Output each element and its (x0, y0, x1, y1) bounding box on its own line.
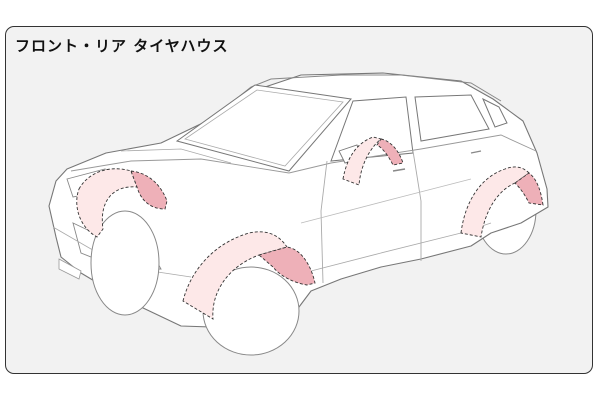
rear-side-window (414, 94, 490, 142)
fog-light (58, 258, 82, 280)
belt-line (288, 134, 537, 174)
character-line (300, 178, 472, 224)
hood-crease (120, 148, 232, 164)
roof-outline (210, 74, 502, 120)
rear-right-wheel-arch (460, 166, 544, 238)
front-right-wheel-arch (342, 136, 404, 186)
car-illustration (48, 72, 549, 356)
front-left-arch-inner (130, 170, 168, 210)
rear-left-arch-inner (258, 246, 316, 286)
door-handle-front (392, 168, 406, 172)
diagram-panel: フロント・リア タイヤハウス (5, 26, 593, 374)
front-left-tire (90, 210, 160, 316)
front-left-arch-liner (76, 168, 138, 238)
rear-right-arch-inner (514, 172, 544, 206)
rear-door-line (412, 150, 422, 261)
rear-right-arch-liner (460, 166, 530, 238)
hood-line (70, 158, 290, 174)
rear-left-arch-liner (182, 231, 288, 320)
front-right-arch-inner (376, 138, 404, 166)
front-door-line (320, 160, 328, 284)
door-handle-rear (470, 150, 482, 154)
front-left-wheel-arch (76, 168, 168, 238)
rear-left-wheel-arch (182, 231, 316, 320)
rear-quarter-window (482, 97, 508, 128)
windshield-inner (184, 89, 344, 167)
panel-title: フロント・リア タイヤハウス (15, 37, 229, 55)
windshield (175, 84, 352, 172)
